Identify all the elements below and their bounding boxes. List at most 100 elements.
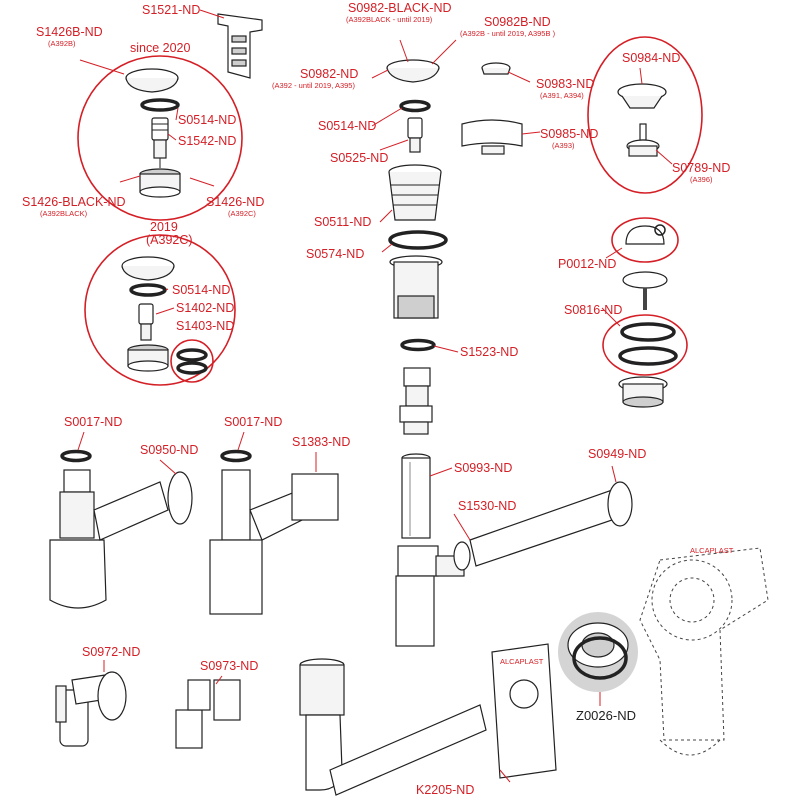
- part-connector-mid: [399, 367, 433, 435]
- part-insert-s0789: [626, 123, 660, 157]
- part-seal-s1403-b: [176, 361, 208, 375]
- label-s1426: S1426-ND: [206, 195, 264, 209]
- part-cap-s0982-rim: [386, 67, 440, 83]
- part-s-trap: [299, 658, 487, 796]
- label-s0973: S0973-ND: [200, 659, 258, 673]
- part-concealed-siphon: ALCAPLAST: [639, 546, 769, 756]
- label-s1523: S1523-ND: [460, 345, 518, 359]
- label-s1402: S1402-ND: [176, 301, 234, 315]
- part-washer-s0017-a: [60, 449, 92, 463]
- label-s0985: S0985-ND: [540, 127, 598, 141]
- label-s0983: S0983-ND: [536, 77, 594, 91]
- group-circle-s0984: [587, 36, 703, 194]
- group-s0984-s0789: [587, 36, 703, 194]
- part-tube-s0993: [401, 453, 431, 539]
- part-cap-s0985: [461, 119, 523, 155]
- label-s0574: S0574-ND: [306, 247, 364, 261]
- label-s0514-a: S0514-ND: [178, 113, 236, 127]
- label-s0972: S0972-ND: [82, 645, 140, 659]
- label-s0993: S0993-ND: [454, 461, 512, 475]
- group-circle-s1403: [170, 339, 214, 383]
- part-plate-k2205: ALCAPLAST: [491, 643, 557, 779]
- box-brand: ALCAPLAST: [690, 546, 734, 555]
- part-collar-z0026: [558, 612, 638, 692]
- label-s0985-sub: (A393): [552, 141, 575, 150]
- center-stack: [386, 59, 465, 647]
- part-bottle-trap-s0950: [49, 449, 193, 609]
- part-rosette-s0950: [167, 471, 193, 525]
- label-s1426b: S1426B-ND: [36, 25, 103, 39]
- part-mechanism-s1542: [151, 117, 169, 168]
- part-valve-s0973: [175, 679, 241, 749]
- group-circle-p0012: [611, 217, 679, 263]
- label-s0982b: S0982B-ND: [484, 15, 551, 29]
- label-k2205: K2205-ND: [416, 783, 474, 797]
- part-seal-s0816-b: [618, 346, 678, 366]
- part-trap-body: [395, 545, 465, 647]
- label-s1426b-sub: (A392B): [48, 39, 76, 48]
- leader-lines: [77, 9, 673, 783]
- label-p0012: P0012-ND: [558, 257, 616, 271]
- group-circle-since-2020: [77, 55, 243, 221]
- part-nut-lower: [389, 255, 443, 319]
- part-square-rosette-s1383: [291, 473, 339, 521]
- label-s1530: S1530-ND: [458, 499, 516, 513]
- group-circle-s0816: [602, 314, 688, 376]
- group-circle-2019: [84, 234, 236, 386]
- label-2019: 2019: [150, 220, 178, 234]
- part-washer-s0574: [388, 230, 448, 250]
- label-s0982-black-sub: (A392BLACK - until 2019): [346, 15, 433, 24]
- part-washer-s0017-b: [220, 449, 252, 463]
- labels: S1521-ND S1426B-ND (A392B) S0514-ND S154…: [22, 1, 730, 797]
- label-s0983-sub: (A391, A394): [540, 91, 584, 100]
- part-cap-s0984-legs: [621, 95, 663, 109]
- part-oring-s0514-b: [129, 283, 167, 297]
- label-z0026: Z0026-ND: [576, 708, 636, 723]
- label-s1521: S1521-ND: [142, 3, 200, 17]
- part-valve-s0972: [55, 671, 127, 747]
- label-s1403: S1403-ND: [176, 319, 234, 333]
- label-s0514-b: S0514-ND: [172, 283, 230, 297]
- label-s1542: S1542-ND: [178, 134, 236, 148]
- part-oring-s0514-a: [140, 98, 180, 112]
- part-plug-ring: [654, 224, 666, 236]
- part-seal-s1403-a: [176, 348, 208, 362]
- label-s1383: S1383-ND: [292, 435, 350, 449]
- label-s0514-c: S0514-ND: [318, 119, 376, 133]
- label-s0017-b: S0017-ND: [224, 415, 282, 429]
- label-since-2020: since 2020: [130, 41, 191, 55]
- label-s0949: S0949-ND: [588, 447, 646, 461]
- part-mechanism-s0525: [407, 117, 423, 153]
- group-since-2020: since 2020: [77, 41, 243, 221]
- label-2019-sub: (A392C): [146, 233, 193, 247]
- part-nut-s1426: [139, 168, 181, 198]
- label-s0984: S0984-ND: [622, 51, 680, 65]
- label-s0789: S0789-ND: [672, 161, 730, 175]
- label-s1426-sub: (A392C): [228, 209, 256, 218]
- part-strainer-upper: [622, 271, 668, 310]
- part-cap-2019-rim: [121, 265, 175, 281]
- part-rosette-s0949: [607, 481, 633, 527]
- group-2019: 2019 (A392C): [84, 220, 236, 386]
- part-mechanism-s1402: [138, 303, 154, 341]
- label-s0982-black: S0982-BLACK-ND: [348, 1, 452, 15]
- label-s0982: S0982-ND: [300, 67, 358, 81]
- label-s1426-black: S1426-BLACK-ND: [22, 195, 126, 209]
- label-s0982b-sub: (A392B - until 2019, A395B ): [460, 29, 556, 38]
- group-p0012: [611, 217, 679, 263]
- part-oring-s1523: [400, 338, 436, 352]
- plate-brand: ALCAPLAST: [500, 657, 544, 666]
- part-connector-s1530: [453, 541, 471, 571]
- part-clip-s1521: [217, 13, 263, 79]
- label-s0950: S0950-ND: [140, 443, 198, 457]
- label-s0789-sub: (A396): [690, 175, 713, 184]
- part-waste-body-s0511: [388, 164, 442, 221]
- label-s0982-sub: (A392 - until 2019, A395): [272, 81, 355, 90]
- label-s0511: S0511-ND: [314, 215, 371, 229]
- label-s0816: S0816-ND: [564, 303, 622, 317]
- part-cap-s0983: [481, 62, 511, 75]
- label-s0525: S0525-ND: [330, 151, 388, 165]
- part-waste-basin: [618, 376, 668, 408]
